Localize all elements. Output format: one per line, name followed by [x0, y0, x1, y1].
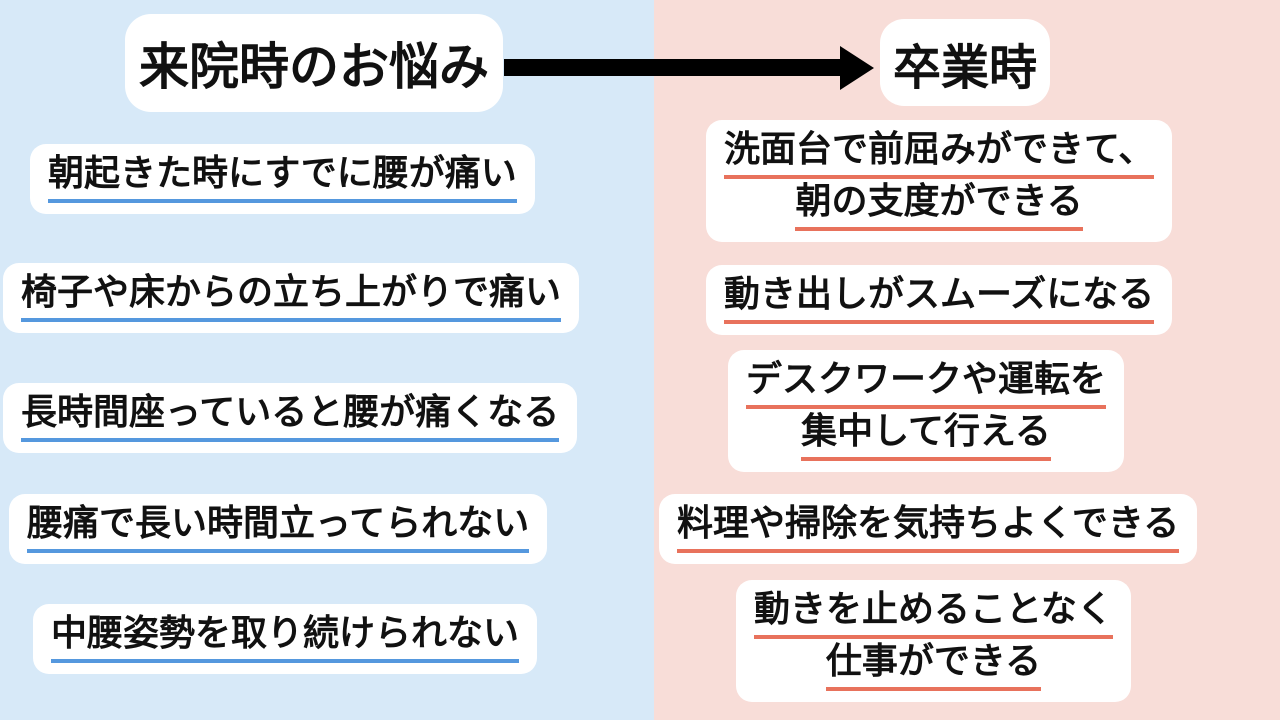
benefit-item-text: 朝の支度ができる — [795, 179, 1083, 231]
benefit-item-text: 動きを止めることなく — [754, 587, 1113, 639]
benefit-item-text: 集中して行える — [801, 409, 1051, 461]
right-panel-header: 卒業時 — [880, 19, 1050, 106]
left-header-label: 来院時のお悩み — [139, 39, 489, 95]
pain-item: 腰痛で長い時間立ってられない — [9, 494, 548, 564]
pain-item-text: 長時間座っていると腰が痛くなる — [21, 390, 560, 442]
benefit-item: デスクワークや運転を 集中して行える — [728, 350, 1125, 472]
benefit-item-text: 動き出しがスムーズになる — [724, 272, 1155, 324]
benefit-item: 動きを止めることなく 仕事ができる — [736, 580, 1131, 702]
benefit-item-text: 洗面台で前屈みができて、 — [724, 127, 1155, 179]
benefit-item: 洗面台で前屈みができて、 朝の支度ができる — [706, 120, 1173, 242]
benefit-item: 動き出しがスムーズになる — [706, 265, 1173, 335]
benefit-item-text: 料理や掃除を気持ちよくできる — [677, 501, 1180, 553]
left-panel-header: 来院時のお悩み — [125, 14, 503, 112]
pain-item-text: 朝起きた時にすでに腰が痛い — [48, 151, 517, 203]
pain-item-text: 椅子や床からの立ち上がりで痛い — [21, 270, 562, 322]
pain-item-text: 中腰姿勢を取り続けられない — [51, 611, 520, 663]
benefit-item: 料理や掃除を気持ちよくできる — [659, 494, 1198, 564]
pain-item: 中腰姿勢を取り続けられない — [33, 604, 538, 674]
benefit-item-text: 仕事ができる — [825, 639, 1042, 691]
pain-item-text: 腰痛で長い時間立ってられない — [27, 501, 530, 553]
benefit-item-text: デスクワークや運転を — [746, 357, 1107, 409]
pain-item: 椅子や床からの立ち上がりで痛い — [3, 263, 580, 333]
transition-arrow-shaft — [504, 59, 841, 76]
pain-item: 長時間座っていると腰が痛くなる — [3, 383, 578, 453]
transition-arrow-head-icon — [840, 46, 874, 90]
right-header-label: 卒業時 — [892, 41, 1037, 95]
pain-item: 朝起きた時にすでに腰が痛い — [30, 144, 535, 214]
